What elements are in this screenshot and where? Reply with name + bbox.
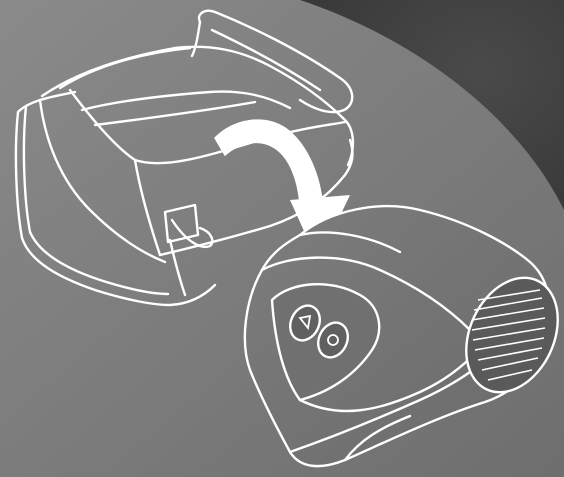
illustration-svg [0, 0, 564, 477]
illustration-stage [0, 0, 564, 477]
